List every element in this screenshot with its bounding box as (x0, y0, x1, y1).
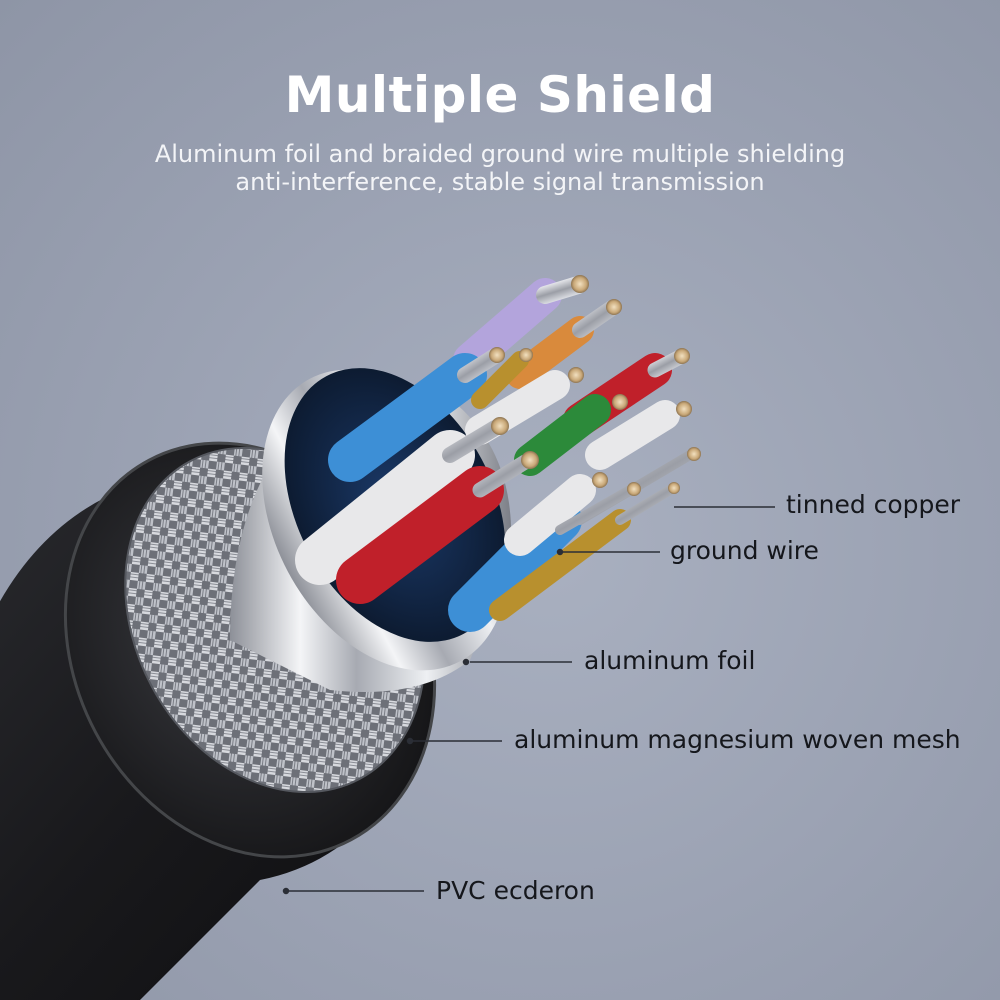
inner-wires (295, 275, 701, 632)
subtitle-line-1: Aluminum foil and braided ground wire mu… (154, 140, 846, 168)
callout-ground-wire: ground wire (670, 536, 819, 565)
callout-woven-mesh: aluminum magnesium woven mesh (514, 725, 961, 754)
callout-aluminum-foil: aluminum foil (584, 646, 756, 675)
page-title: Multiple Shield (284, 66, 716, 124)
subtitle-line-2: anti-interference, stable signal transmi… (235, 168, 765, 196)
callout-pvc-jacket: PVC ecderon (436, 876, 595, 905)
leader-lines (282, 506, 775, 895)
callout-tinned-copper: tinned copper (786, 490, 961, 519)
